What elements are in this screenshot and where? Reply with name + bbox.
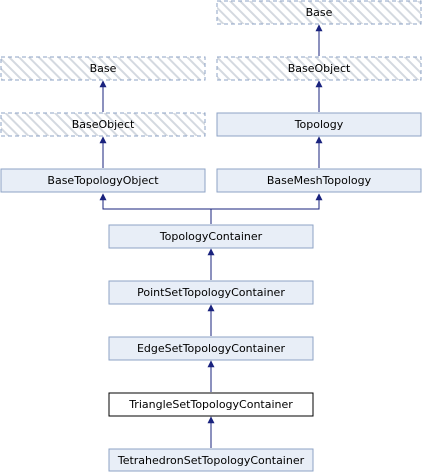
- node-base-left-label: Base: [90, 62, 117, 75]
- edge-topologycontainer-to-basetopologyobject: [99, 193, 212, 224]
- node-base-top-label: Base: [306, 6, 333, 19]
- node-baseobject-right[interactable]: BaseObject: [216, 56, 422, 81]
- node-topologycontainer-label: TopologyContainer: [159, 230, 263, 243]
- node-edgeset-label: EdgeSetTopologyContainer: [137, 342, 286, 355]
- node-topology-label: Topology: [294, 118, 344, 131]
- node-basetopologyobject-label: BaseTopologyObject: [47, 174, 159, 187]
- edges: [99, 24, 323, 448]
- node-base-left[interactable]: Base: [0, 56, 206, 81]
- node-pointset-label: PointSetTopologyContainer: [137, 286, 285, 299]
- node-tetrahedronset-label: TetrahedronSetTopologyContainer: [117, 454, 305, 467]
- node-tetrahedronsettopologycontainer[interactable]: TetrahedronSetTopologyContainer: [108, 448, 314, 472]
- node-triangleset-label: TriangleSetTopologyContainer: [128, 398, 293, 411]
- node-baseobject-right-label: BaseObject: [288, 62, 351, 75]
- node-basemeshtopology-label: BaseMeshTopology: [267, 174, 372, 187]
- node-pointsettopologycontainer[interactable]: PointSetTopologyContainer: [108, 280, 314, 305]
- node-trianglesettopologycontainer[interactable]: TriangleSetTopologyContainer: [108, 392, 314, 417]
- node-topology[interactable]: Topology: [216, 112, 422, 137]
- node-base-top[interactable]: Base: [216, 0, 422, 25]
- node-basetopologyobject[interactable]: BaseTopologyObject: [0, 168, 206, 193]
- edge-topologycontainer-to-basemeshtopology: [211, 193, 323, 210]
- node-basemeshtopology[interactable]: BaseMeshTopology: [216, 168, 422, 193]
- node-edgesettopologycontainer[interactable]: EdgeSetTopologyContainer: [108, 336, 314, 361]
- node-baseobject-left-label: BaseObject: [72, 118, 135, 131]
- node-topologycontainer[interactable]: TopologyContainer: [108, 224, 314, 249]
- node-baseobject-left[interactable]: BaseObject: [0, 112, 206, 137]
